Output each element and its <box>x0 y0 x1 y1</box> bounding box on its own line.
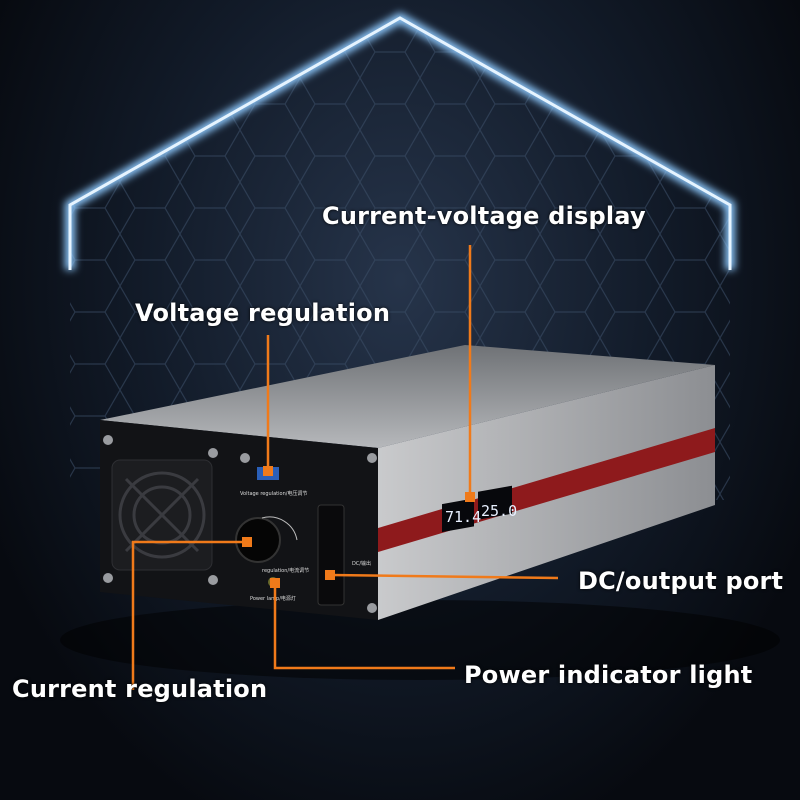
voltage-regulation-print: Voltage regulation/电压调节 <box>240 490 307 497</box>
current-display <box>478 485 512 520</box>
callout-anchors <box>242 466 475 588</box>
label-dc-output-port: DC/output port <box>578 567 784 595</box>
fan-icon <box>118 471 206 559</box>
voltage-display <box>442 498 474 533</box>
label-voltage-regulation: Voltage regulation <box>135 299 391 327</box>
floor-shadow <box>60 600 780 680</box>
callout-power-line <box>273 582 455 670</box>
current-regulation-knob[interactable] <box>235 517 281 563</box>
voltage-reading: 71.4 <box>445 508 481 526</box>
hexagon-frame <box>68 16 732 270</box>
label-current-voltage-display: Current-voltage display <box>322 202 646 230</box>
power-lamp-print: Power lamp/电源灯 <box>250 595 296 602</box>
current-reading: 25.0 <box>481 502 517 520</box>
callout-lines <box>131 245 559 690</box>
label-current-regulation: Current regulation <box>12 675 268 703</box>
label-power-indicator-light: Power indicator light <box>464 661 753 689</box>
current-regulation-print: regulation/电流调节 <box>262 567 309 574</box>
callout-dc-line <box>329 573 559 580</box>
callout-current-line <box>131 540 247 690</box>
device-top-face <box>100 345 715 448</box>
dc-output-port[interactable] <box>317 504 345 606</box>
dc-output-print: DC/输出 <box>352 560 371 567</box>
